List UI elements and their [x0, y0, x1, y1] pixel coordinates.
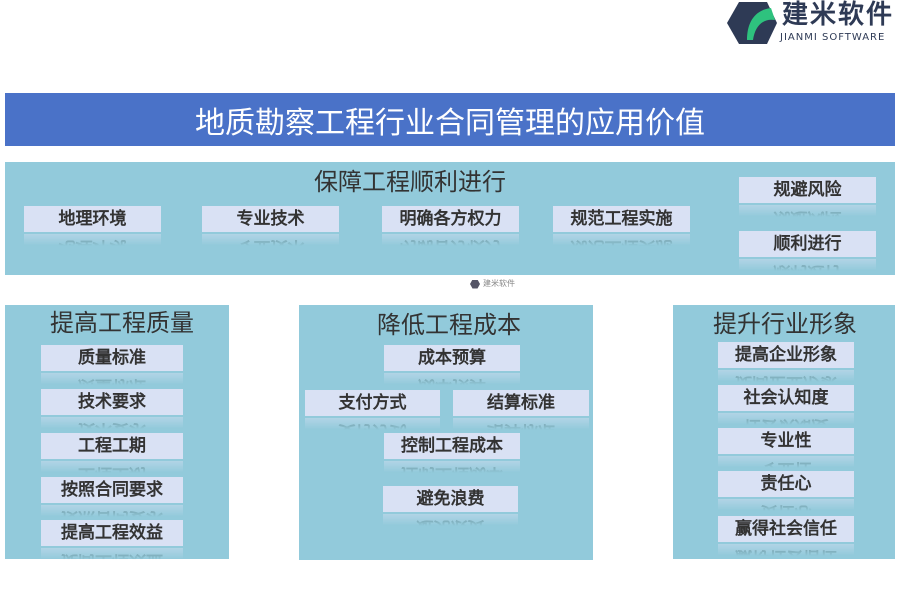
watermark-text: 建米软件 [483, 279, 515, 288]
watermark-icon [470, 279, 480, 289]
watermark: 建米软件 [470, 279, 515, 289]
logo-icon [727, 2, 777, 44]
item-box: 赢得社会信任 [718, 516, 854, 542]
logo-subtext: JIANMI SOFTWARE [780, 32, 886, 43]
item-box: 控制工程成本 [384, 433, 520, 459]
item-box: 社会认知度 [718, 385, 854, 411]
item-box: 质量标准 [41, 345, 183, 371]
item-box: 顺利进行 [739, 231, 876, 257]
panel-left: 提高工程质量 质量标准 技术要求 工程工期 按照合同要求 提高工程效益 [5, 305, 229, 559]
item-box: 规范工程实施 [553, 206, 690, 232]
panel-title: 提升行业形象 [713, 310, 857, 338]
item-box: 按照合同要求 [41, 477, 183, 503]
item-box: 避免浪费 [383, 486, 518, 512]
item-box: 明确各方权力 [382, 206, 519, 232]
page-title: 地质勘察工程行业合同管理的应用价值 [5, 93, 895, 146]
item-box: 提高工程效益 [41, 520, 183, 546]
panel-top: 保障工程顺利进行 地理环境 专业技术 明确各方权力 规范工程实施 规避风险 顺利… [5, 162, 895, 275]
panel-middle: 降低工程成本 成本预算 支付方式 结算标准 控制工程成本 避免浪费 [299, 305, 593, 560]
item-box: 支付方式 [305, 390, 440, 416]
item-box: 技术要求 [41, 389, 183, 415]
item-box: 地理环境 [24, 206, 161, 232]
logo-text: 建米软件 [782, 0, 895, 30]
panel-title: 保障工程顺利进行 [314, 168, 506, 196]
item-box: 专业技术 [202, 206, 339, 232]
item-box: 工程工期 [41, 433, 183, 459]
item-box: 结算标准 [453, 390, 589, 416]
item-box: 成本预算 [384, 345, 520, 371]
item-box: 提高企业形象 [718, 342, 854, 368]
panel-title: 提高工程质量 [50, 309, 194, 337]
item-box: 规避风险 [739, 177, 876, 203]
panel-right: 提升行业形象 提高企业形象 社会认知度 专业性 责任心 赢得社会信任 [673, 305, 895, 559]
item-box: 责任心 [718, 471, 854, 497]
item-box: 专业性 [718, 428, 854, 454]
panel-title: 降低工程成本 [377, 311, 521, 339]
